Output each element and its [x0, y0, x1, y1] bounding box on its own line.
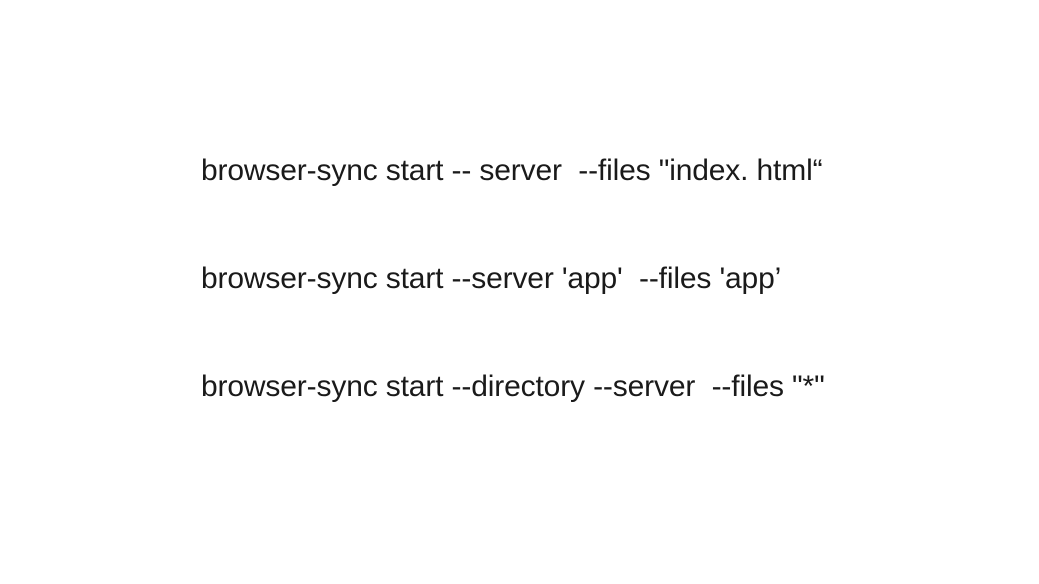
command-line-1: browser-sync start -- server --files "in…: [201, 154, 823, 187]
command-line-3: browser-sync start --directory --server …: [201, 370, 825, 403]
command-list: browser-sync start -- server --files "in…: [201, 140, 901, 464]
command-line-2: browser-sync start --server 'app' --file…: [201, 262, 782, 295]
